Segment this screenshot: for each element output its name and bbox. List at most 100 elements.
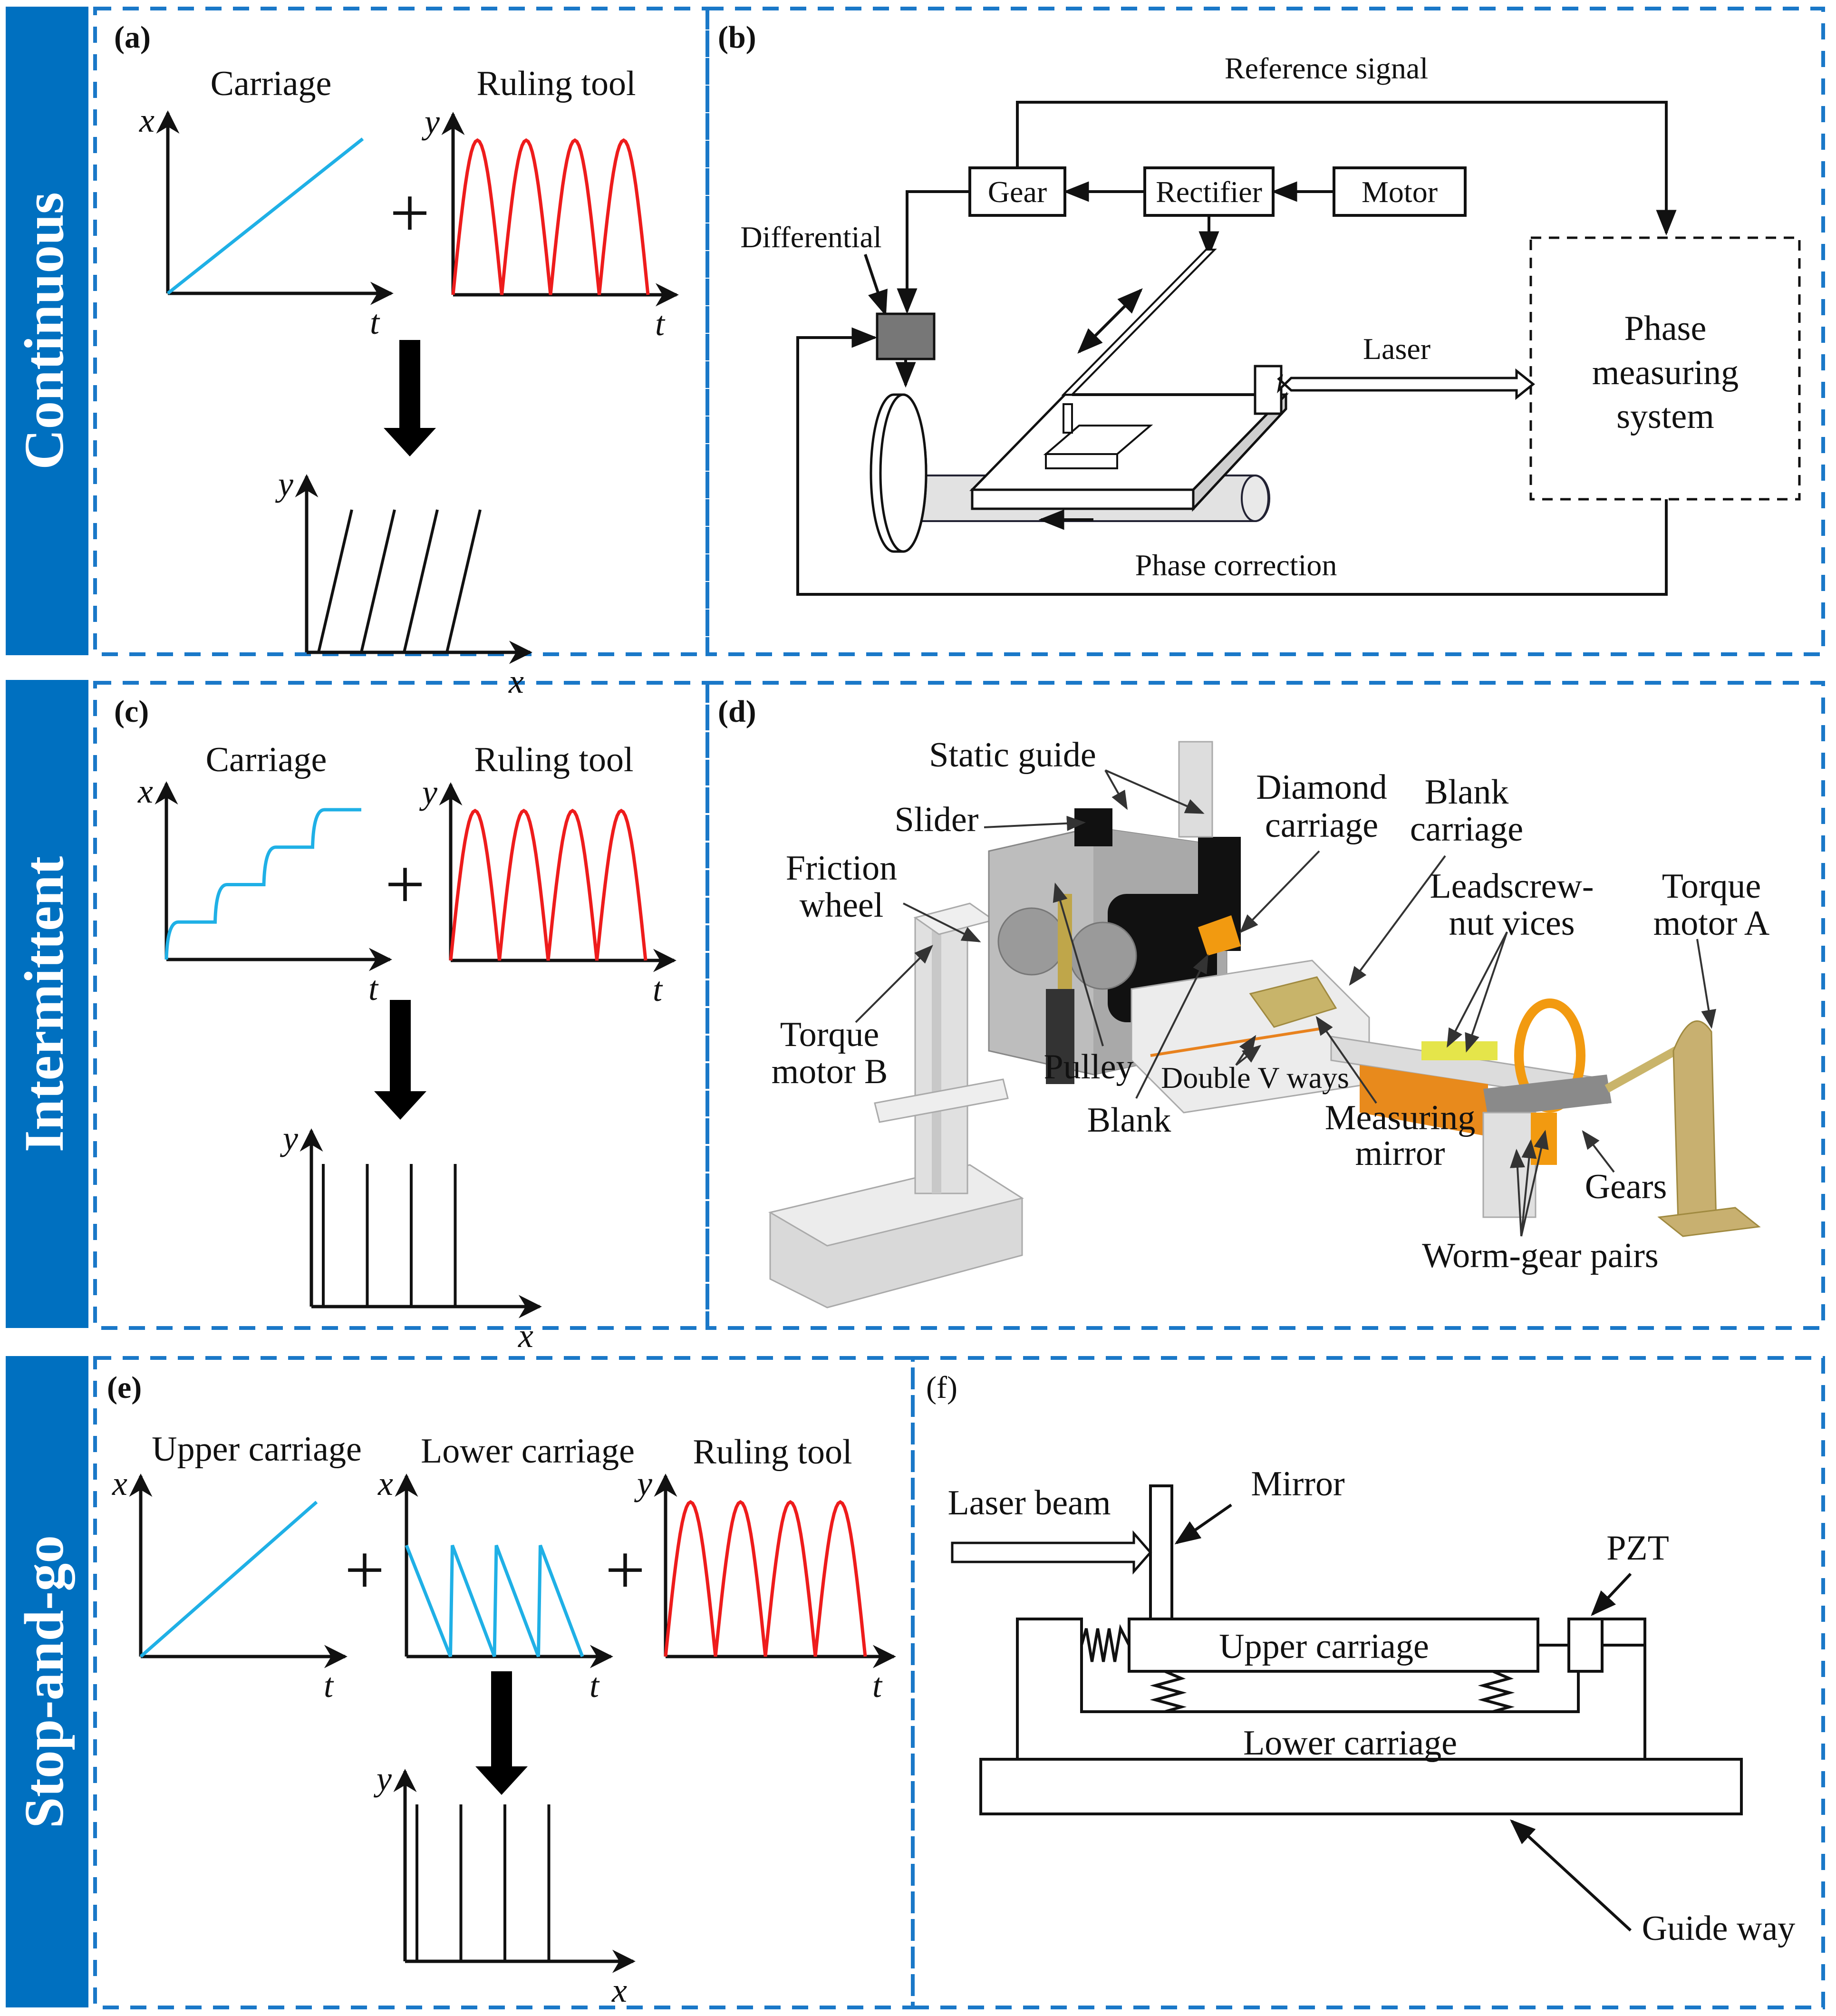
panel-tag-c: (c) (114, 694, 149, 729)
torque-motor-a-pointer (1696, 939, 1717, 1029)
friction-wheel-pointer (903, 902, 981, 942)
label-lower-carriage: Lower carriage (1243, 1724, 1457, 1763)
mirror (1149, 1484, 1173, 1620)
label-gears: Gears (1585, 1167, 1667, 1206)
nut-vices (1421, 1041, 1498, 1060)
plot-ruled-grooves: yx (275, 465, 532, 700)
label-blank-carriage-2: carriage (1410, 810, 1523, 849)
groove-line (445, 509, 482, 653)
plot-title-upper-carriage: Upper carriage (152, 1430, 362, 1469)
plot-ruling-tool: yt (421, 103, 679, 343)
label-static-guide: Static guide (929, 736, 1096, 775)
curve-periodic-arches (449, 808, 647, 961)
blank-carriage-pointer (1349, 855, 1446, 986)
row-continuous-sidebar: Continuous (6, 7, 88, 655)
label-phase-3: system (1616, 397, 1714, 436)
label-phase-correction: Phase correction (1135, 548, 1337, 582)
label-diamond-carriage-2: carriage (1265, 806, 1378, 845)
label-double-v-ways: Double V ways (1161, 1061, 1349, 1095)
result-arrow-icon (374, 1000, 426, 1120)
phase-measuring-system-box (1529, 236, 1801, 501)
panel-c-frame (93, 681, 709, 1330)
label-differential: Differential (740, 220, 881, 254)
label-pzt: PZT (1606, 1529, 1669, 1568)
differential-pointer (864, 254, 888, 317)
curve-periodic-arches (664, 1500, 867, 1657)
phase-correction-line (796, 327, 1668, 596)
differential-block (876, 312, 936, 360)
y-axis-label: x (139, 101, 155, 139)
leadscrew-nut-carrier (1360, 1065, 1488, 1136)
label-worm-gear-pairs: Worm-gear pairs (1422, 1236, 1658, 1275)
static-guide-pointer (1105, 769, 1205, 814)
laser-double-arrow (1277, 368, 1536, 400)
x-axis-label: x (518, 1317, 533, 1355)
x-axis-label: t (370, 303, 380, 341)
y-axis-label: x (377, 1464, 393, 1502)
y-axis-label: y (421, 103, 440, 141)
worm-gear-pointer (1520, 1130, 1549, 1237)
y-axis-label: x (137, 772, 153, 810)
label-diamond-carriage-1: Diamond (1256, 768, 1387, 807)
panel-tag-e: (e) (107, 1370, 142, 1405)
plot-title-ruling-tool: Ruling tool (476, 64, 636, 103)
panel-tag-b: (b) (718, 20, 756, 55)
panel-c: (c) Carriage Ruling tool xt yt + yx (114, 694, 676, 1355)
static-guide-pointer (1104, 770, 1128, 810)
gear-to-differential-arrow (897, 190, 970, 314)
plus-operator: + (390, 174, 430, 252)
panel-tag-a: (a) (114, 20, 151, 55)
worm-gear-pointer (1510, 1149, 1525, 1237)
plus-operator: + (385, 845, 425, 924)
worm-gear-pointer (1520, 1139, 1537, 1237)
panel-f-frame (911, 1356, 1825, 2009)
result-arrow-icon (475, 1671, 528, 1795)
curve-sawtooth (405, 1544, 584, 1657)
torque-motor-a (1672, 1020, 1717, 1223)
panel-a-frame (93, 7, 709, 656)
x-axis-label: x (611, 1971, 627, 2009)
label-phase-1: Phase (1624, 309, 1707, 348)
label-leadscrew-1: Leadscrew- (1430, 867, 1594, 906)
y-axis-label: y (275, 465, 293, 503)
tool-stroke-arrow (1077, 288, 1143, 354)
vertical-guide-post (1178, 741, 1213, 838)
reference-signal-line (1016, 101, 1677, 236)
row-intermittent-sidebar: Intermittent (6, 680, 88, 1328)
measuring-mirror (1482, 1112, 1536, 1218)
x-axis-label: t (589, 1667, 600, 1705)
plot-upper-carriage: xt (112, 1464, 348, 1705)
curve-linear-ramp (139, 1501, 318, 1658)
panel-b: (b) Reference signal Gear Rectifier Moto… (718, 20, 1801, 596)
label-friction-wheel-1: Friction (786, 849, 897, 888)
y-axis-label: y (373, 1760, 392, 1798)
laser-beam-arrow-icon (951, 1530, 1152, 1575)
upper-carriage (1128, 1618, 1539, 1673)
sidebar-band (6, 1356, 88, 2007)
x-axis-label: t (368, 969, 379, 1008)
curve-periodic-arches (451, 138, 650, 295)
plus-operator: + (605, 1531, 646, 1609)
guide-way (979, 1758, 1743, 1815)
panel-d-frame (705, 681, 1825, 1330)
y-axis-label: y (280, 1119, 298, 1157)
x-axis-label: t (653, 970, 663, 1008)
plot-carriage-staircase: xt (137, 772, 392, 1008)
plot-title-carriage: Carriage (206, 740, 327, 779)
x-axis-label: t (324, 1667, 334, 1705)
plot-ruled-grooves: yx (280, 1119, 542, 1355)
blank-pointer (1135, 954, 1208, 1099)
panel-b-frame (705, 7, 1825, 656)
groove-line (360, 509, 396, 653)
y-axis-label: y (634, 1464, 652, 1502)
label-rectifier: Rectifier (1156, 175, 1262, 209)
spring-horizontal (1080, 1624, 1131, 1662)
label-slider: Slider (895, 800, 979, 839)
plot-ruled-grooves: yx (373, 1760, 636, 2009)
grating-blank-front (1045, 453, 1118, 469)
row-stopandgo-sidebar: Stop-and-go (6, 1356, 88, 2007)
label-reference-signal: Reference signal (1225, 51, 1428, 85)
shaft-end (1241, 475, 1269, 522)
panel-e: (e) Upper carriage Lower carriage Ruling… (107, 1370, 896, 2009)
